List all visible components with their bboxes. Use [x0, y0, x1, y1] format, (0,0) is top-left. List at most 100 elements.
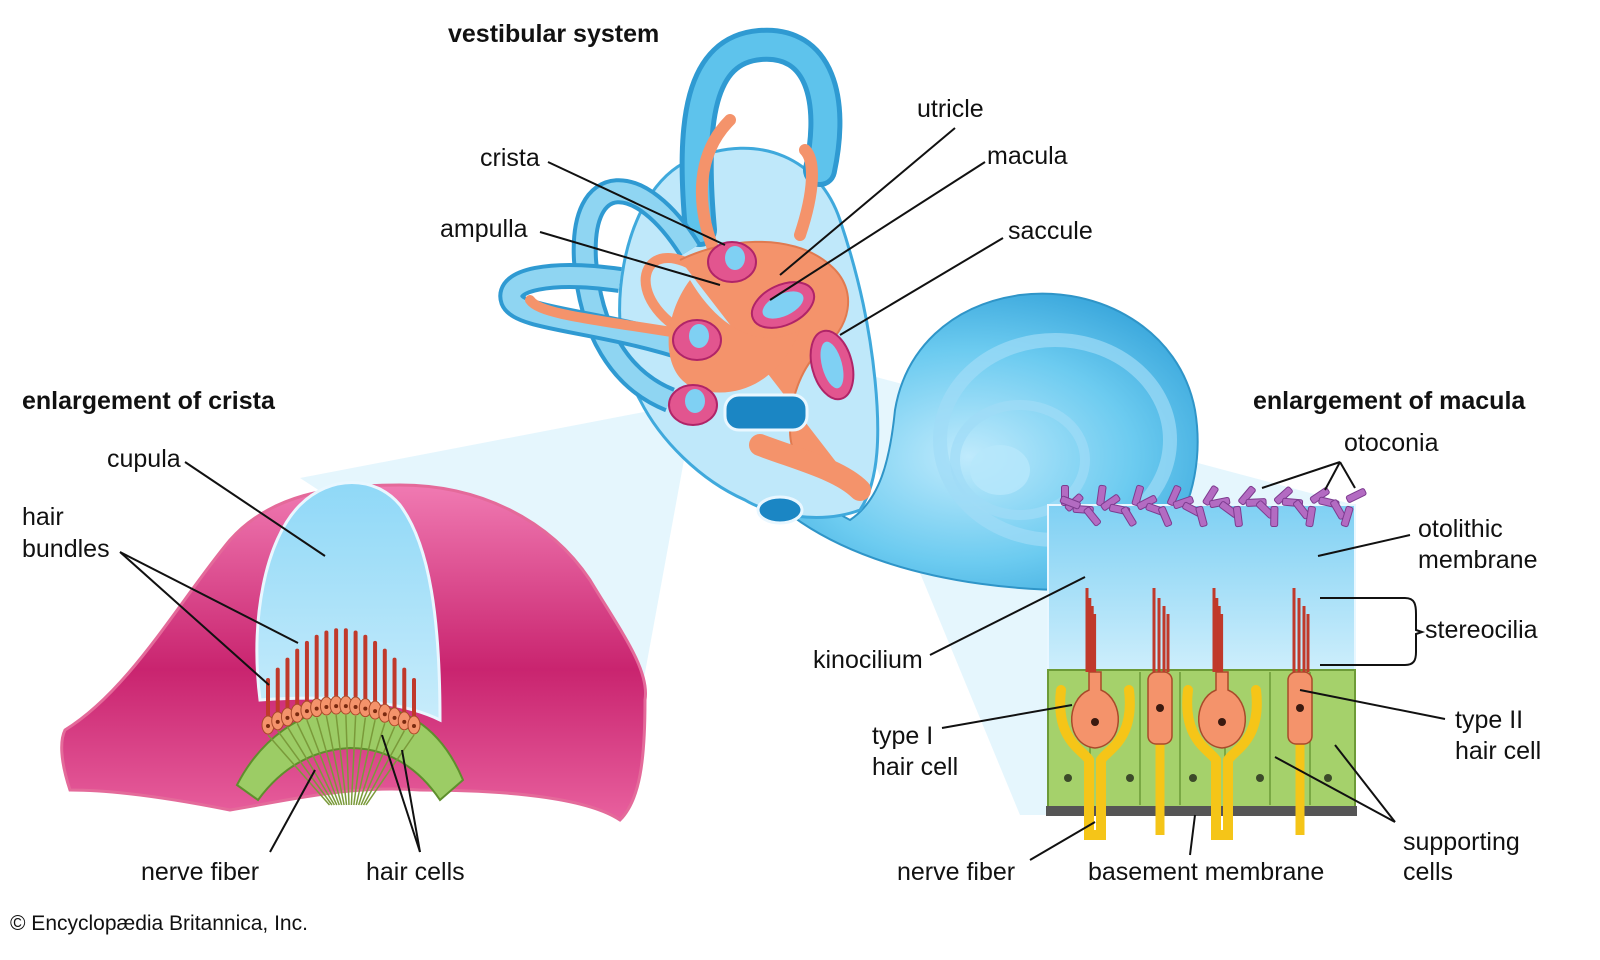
otoconium [1345, 488, 1367, 503]
nerve-fiber [357, 723, 386, 806]
labels: vestibular system enlargement of crista … [10, 20, 1541, 935]
label-supporting-line2: cells [1403, 858, 1453, 886]
nerve-fiber [350, 715, 357, 806]
crista-hair-cell-group [261, 695, 421, 735]
copyright-credit: © Encyclopædia Britannica, Inc. [10, 912, 308, 935]
leader-hair-bundles-b [119, 551, 270, 686]
otoconium [1167, 485, 1182, 506]
otoconium [1340, 505, 1354, 528]
hair-cell-nucleus [285, 715, 290, 720]
leader-crista [547, 161, 726, 246]
otoconium [1238, 485, 1256, 506]
otoconium [1131, 484, 1144, 507]
label-type2-line2: hair cell [1455, 737, 1541, 765]
label-hair-bundles-line1: hair [22, 503, 64, 531]
label-kinocilium: kinocilium [813, 646, 923, 674]
leader-cupula [184, 461, 326, 557]
nerve-fiber [365, 734, 415, 806]
support-cell-nucleus [1189, 774, 1197, 782]
round-window [756, 495, 804, 525]
hair-cell-nucleus [382, 712, 387, 717]
heading-crista-enlargement: enlargement of crista [22, 387, 276, 415]
nerve-fiber [335, 715, 348, 806]
basement-membrane-strip [1046, 806, 1357, 816]
semicircular-canals [498, 27, 843, 413]
leader-kinocilium [929, 576, 1086, 656]
leader-nerve-fiber-right [1029, 821, 1096, 861]
leader-type1 [941, 704, 1073, 729]
leader-ampulla [539, 231, 721, 286]
leader-supporting-a [1274, 756, 1396, 823]
label-saccule: saccule [1008, 217, 1093, 245]
support-cell-nucleus [1324, 774, 1332, 782]
label-cupula: cupula [107, 445, 181, 473]
hair-cell-nucleus [334, 704, 339, 709]
support-cell-nucleus [1126, 774, 1134, 782]
nerve-fiber [296, 722, 338, 806]
macula-hair-cells [1055, 588, 1313, 840]
leader-macula [769, 161, 986, 301]
nerve-calyx [1055, 685, 1135, 840]
otoconium [1120, 506, 1137, 527]
hair-cell-nucleus [266, 724, 270, 728]
hair-cell-nucleus [373, 709, 378, 714]
leader-supporting-b [1334, 744, 1396, 823]
type-1-hair-cell [1070, 671, 1120, 749]
label-hair-bundles-line2: bundles [22, 535, 110, 563]
hair-cell-nucleus [295, 712, 300, 717]
nerve-fiber [315, 717, 343, 806]
leader-otoconia-c [1339, 461, 1356, 489]
hair-cell-nucleus [1296, 704, 1304, 712]
support-cell-nucleus [1256, 774, 1264, 782]
leader-hair-cells-a [381, 734, 421, 853]
label-type2-line1: type II [1455, 706, 1523, 734]
support-cell-nucleus [1064, 774, 1072, 782]
otoconium [1195, 505, 1208, 528]
ampulla-lower [668, 384, 718, 426]
hair-cell-nucleus [1218, 718, 1226, 726]
utricular-macula [750, 281, 816, 329]
hair-cell-nucleus [343, 704, 348, 709]
hair-cell-nucleus [412, 724, 416, 728]
leader-hair-bundles-a [119, 551, 299, 644]
hair-cell-nucleus [1091, 718, 1099, 726]
leader-otolithic [1317, 534, 1411, 557]
otoconia-crystals [1059, 484, 1367, 528]
nerve-fiber [362, 730, 405, 806]
label-nerve-fiber-right: nerve fiber [897, 858, 1015, 886]
nerve-fiber [355, 719, 376, 806]
nerve-fiber [360, 726, 396, 806]
crista-nerve-fibers [267, 715, 415, 806]
label-crista: crista [480, 144, 540, 172]
heading-macula-enlargement: enlargement of macula [1253, 387, 1526, 415]
nerve-fiber [325, 715, 345, 806]
hair-cell-nucleus [1156, 704, 1164, 712]
hair-bundle-group [266, 628, 416, 717]
hair-cell-nucleus [402, 719, 407, 724]
leader-saccule [839, 237, 1004, 336]
label-nerve-fiber-left: nerve fiber [141, 858, 259, 886]
otoconium [1270, 505, 1279, 528]
nerve-fiber [267, 734, 331, 806]
label-hair-cells: hair cells [366, 858, 465, 886]
ampulla-upper [707, 241, 757, 283]
label-supporting-line1: supporting [1403, 828, 1520, 856]
ampulla-middle [672, 319, 722, 361]
otoconium [1059, 495, 1081, 510]
hair-cell-nucleus [275, 719, 280, 724]
leader-lines [119, 127, 1446, 861]
label-stereocilia: stereocilia [1425, 616, 1538, 644]
hair-cell-nucleus [363, 706, 368, 711]
leader-hair-cells-b [401, 749, 421, 853]
otoconium [1232, 505, 1243, 528]
type-1-hair-cell [1197, 671, 1247, 749]
otoconium [1096, 484, 1107, 507]
label-otolithic-line2: membrane [1418, 546, 1538, 574]
label-type1-line2: hair cell [872, 753, 958, 781]
leader-nerve-fiber-left [269, 769, 316, 853]
label-macula: macula [987, 142, 1068, 170]
label-otolithic-line1: otolithic [1418, 515, 1503, 543]
leader-basement [1189, 814, 1196, 856]
macula-enlargement [1046, 484, 1367, 840]
